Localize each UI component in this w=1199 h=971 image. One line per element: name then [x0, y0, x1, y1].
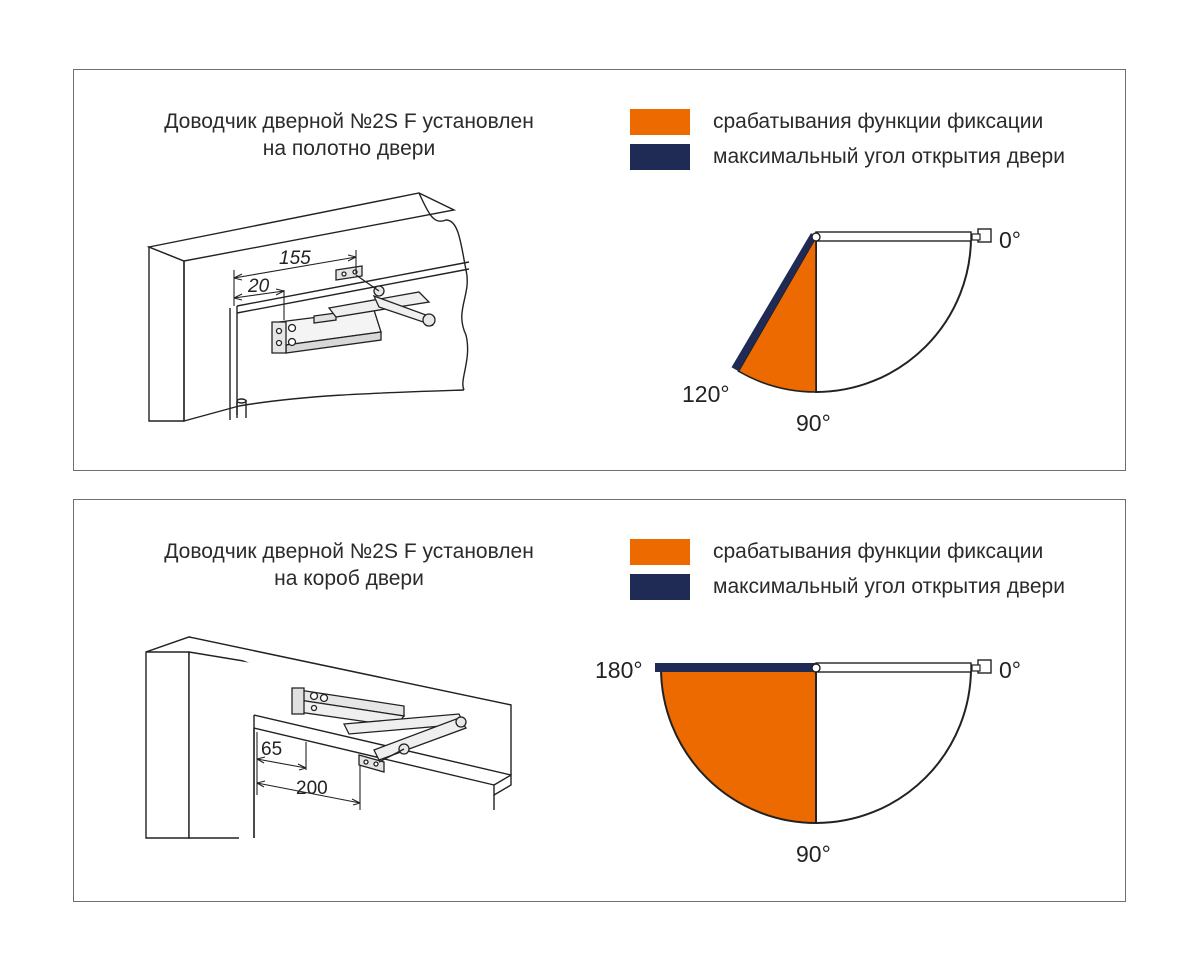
frame-mount-diagram: 65 200 0° 90° 180°	[145, 636, 1021, 867]
legend-label-max-angle: максимальный угол открытия двери	[713, 575, 1065, 598]
angle-label-180: 180°	[595, 657, 643, 683]
dimension-200: 200	[296, 778, 328, 799]
title-line-1: Доводчик дверной №2S F установлен	[164, 540, 534, 563]
door-leaf-mount-diagram: 155 20 0° 90° 120°	[146, 192, 1021, 436]
door-closer-body	[291, 687, 468, 773]
angle-label-120: 120°	[682, 381, 730, 407]
fixation-sector	[659, 667, 817, 825]
legend-label-fixation: срабатывания функции фиксации	[713, 110, 1044, 133]
door-closer-body	[271, 265, 436, 354]
angle-label-90: 90°	[796, 841, 831, 867]
dimension-lines	[256, 732, 361, 810]
legend-item-max-angle: максимальный угол открытия двери	[630, 574, 1065, 600]
fixation-sector	[737, 234, 817, 393]
fixation-swatch	[630, 539, 690, 565]
angle-label-0: 0°	[999, 227, 1021, 253]
dimension-lines	[233, 250, 357, 320]
max-angle-band	[655, 663, 816, 672]
door-frame-illustration	[145, 636, 512, 839]
legend-label-max-angle: максимальный угол открытия двери	[713, 145, 1065, 168]
door-leaf-illustration	[146, 192, 470, 422]
title-line-2: на короб двери	[274, 567, 424, 590]
dimension-65: 65	[261, 739, 282, 760]
legend-item-fixation: срабатывания функции фиксации	[630, 539, 1043, 565]
panel-door-leaf-mount: Доводчик дверной №2S F установлен на пол…	[73, 69, 1126, 471]
panel-frame-mount: Доводчик дверной №2S F установлен на кор…	[73, 499, 1126, 902]
panel-title: Доводчик дверной №2S F установлен на кор…	[74, 538, 624, 592]
opening-angle-diagram	[731, 228, 992, 394]
dimension-155: 155	[279, 248, 311, 269]
title-line-1: Доводчик дверной №2S F установлен	[164, 110, 534, 133]
fixation-swatch	[630, 109, 690, 135]
max-angle-swatch	[630, 144, 690, 170]
max-angle-band	[731, 233, 816, 372]
opening-angle-diagram	[655, 659, 992, 825]
angle-label-90: 90°	[796, 410, 831, 436]
legend-item-fixation: срабатывания функции фиксации	[630, 109, 1043, 135]
legend-label-fixation: срабатывания функции фиксации	[713, 540, 1044, 563]
max-angle-swatch	[630, 574, 690, 600]
legend-item-max-angle: максимальный угол открытия двери	[630, 144, 1065, 170]
dimension-20: 20	[247, 276, 270, 297]
angle-label-0: 0°	[999, 657, 1021, 683]
title-line-2: на полотно двери	[262, 137, 436, 160]
panel-title: Доводчик дверной №2S F установлен на пол…	[74, 108, 624, 162]
